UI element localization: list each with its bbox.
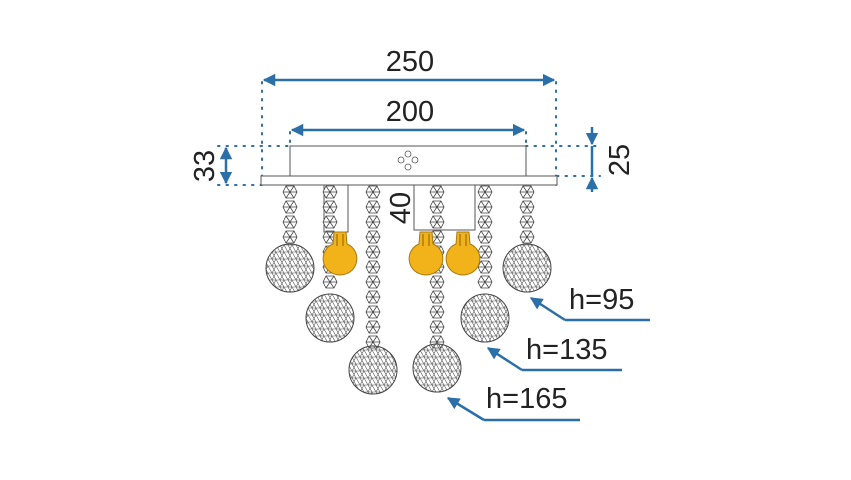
height-label-95: h=95 xyxy=(569,284,634,316)
crystal-bead xyxy=(365,215,381,229)
crystal-bead xyxy=(365,185,381,199)
crystal-bead xyxy=(322,200,338,214)
socket xyxy=(413,184,476,231)
crystal-bead xyxy=(477,185,493,199)
crystal-string xyxy=(460,185,510,343)
crystal-bead xyxy=(477,245,493,259)
screw-holes xyxy=(397,150,419,171)
crystal-bead xyxy=(365,230,381,244)
crystal-bead xyxy=(365,335,381,349)
crystal-bead xyxy=(519,200,535,214)
crystal-string xyxy=(412,185,462,393)
crystal-bead xyxy=(282,215,298,229)
crystal-bead xyxy=(365,200,381,214)
bulb xyxy=(445,231,481,276)
crystal-bead xyxy=(322,185,338,199)
dim-33-label: 33 xyxy=(189,150,221,182)
crystal-bead xyxy=(365,245,381,259)
height-label-135: h=135 xyxy=(526,334,607,366)
bulbs xyxy=(322,231,481,276)
crystal-bead xyxy=(365,305,381,319)
crystal-ball xyxy=(265,243,315,293)
crystal-ball xyxy=(348,345,398,395)
base-plate xyxy=(260,175,558,186)
canopy xyxy=(289,145,527,177)
crystal-bead xyxy=(477,200,493,214)
crystal-bead xyxy=(519,215,535,229)
crystal-bead xyxy=(429,290,445,304)
crystal-bead xyxy=(282,230,298,244)
crystal-bead xyxy=(365,320,381,334)
crystal-string xyxy=(265,185,315,293)
bulb xyxy=(408,231,444,276)
dim-250-label: 250 xyxy=(386,46,434,78)
crystal-string xyxy=(348,185,398,395)
crystal-bead xyxy=(429,305,445,319)
crystal-bead xyxy=(322,275,338,289)
crystal-bead xyxy=(429,230,445,244)
crystal-bead xyxy=(429,320,445,334)
crystal-bead xyxy=(477,230,493,244)
height-label-165: h=165 xyxy=(486,383,567,415)
crystal-bead xyxy=(477,260,493,274)
crystal-bead xyxy=(365,275,381,289)
crystal-bead xyxy=(429,200,445,214)
crystal-bead xyxy=(282,185,298,199)
crystal-bead xyxy=(477,275,493,289)
pendant-leaders: h=95 h=135 h=165 xyxy=(446,284,650,422)
crystal-bead xyxy=(429,215,445,229)
dim-40-label: 40 xyxy=(385,192,417,224)
crystal-ball xyxy=(460,293,510,343)
crystal-bead xyxy=(429,185,445,199)
crystal-ball xyxy=(502,243,552,293)
crystal-bead xyxy=(365,260,381,274)
dim-200-label: 200 xyxy=(386,96,434,128)
crystal-bead xyxy=(519,230,535,244)
crystal-bead xyxy=(322,215,338,229)
crystal-bead xyxy=(429,275,445,289)
bulb xyxy=(322,231,358,276)
dim-25-label: 25 xyxy=(604,144,636,176)
crystal-bead xyxy=(282,200,298,214)
crystal-bead xyxy=(519,185,535,199)
crystal-bead xyxy=(365,290,381,304)
crystal-ball xyxy=(412,343,462,393)
crystal-bead xyxy=(477,215,493,229)
crystal-strings xyxy=(265,185,552,395)
crystal-string xyxy=(502,185,552,293)
crystal-ball xyxy=(305,293,355,343)
